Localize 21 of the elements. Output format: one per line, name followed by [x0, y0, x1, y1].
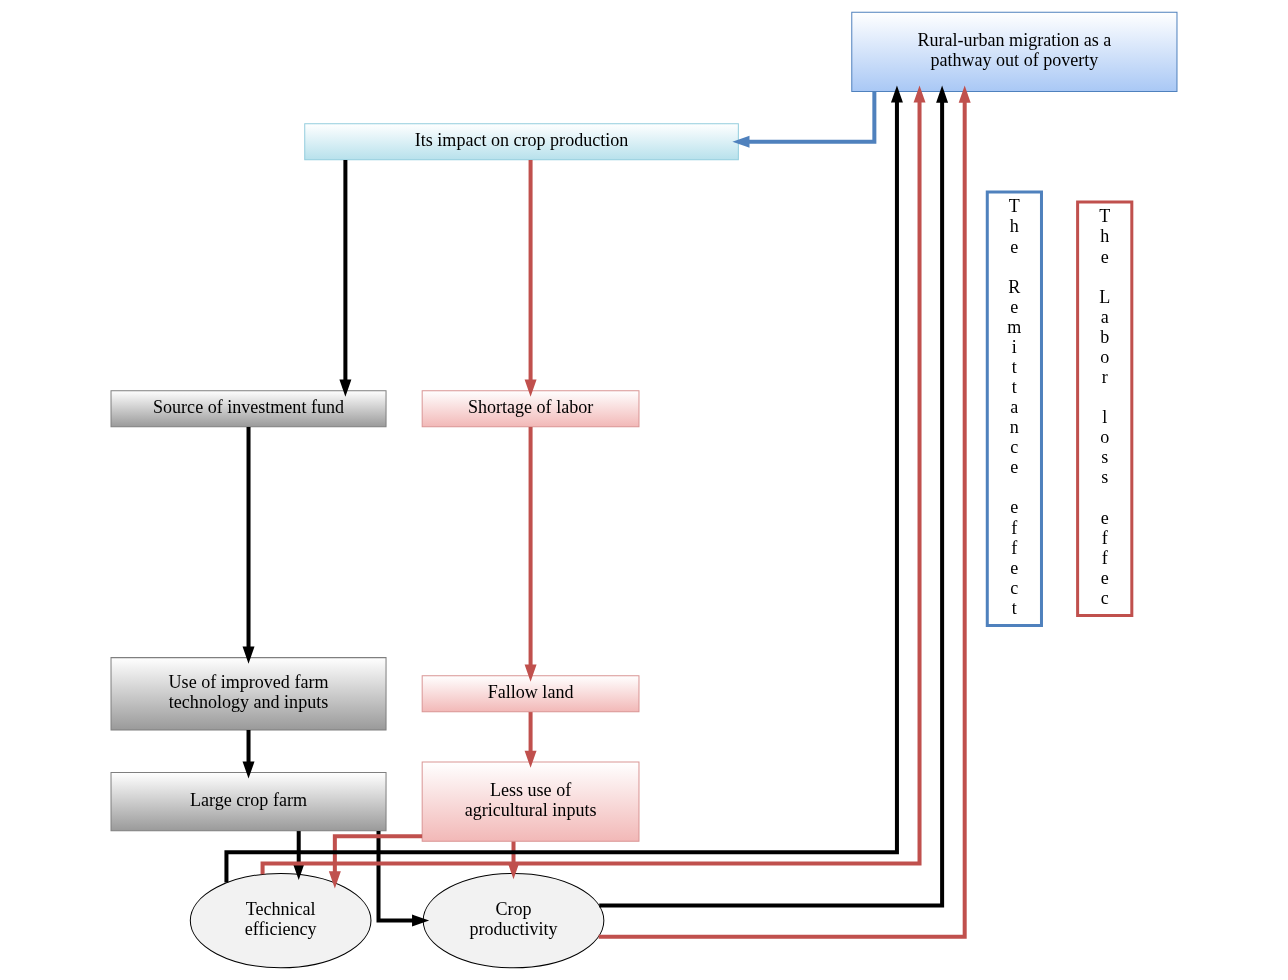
- arrow: [376, 831, 430, 927]
- node-box: Rural-urban migration as a pathway out of poverty: [851, 11, 1178, 92]
- node-box: Use of improved farm technology and inputs: [110, 657, 387, 731]
- arrow: [328, 834, 423, 889]
- arrow: [242, 730, 255, 779]
- node-box: Fallow land: [421, 675, 640, 713]
- arrow: [524, 426, 537, 682]
- node-box: Its impact on crop production: [304, 123, 739, 161]
- arrow: [524, 160, 537, 397]
- node-box: The Labor loss effec: [1076, 200, 1134, 617]
- node-box: Less use of agricultural inputs: [421, 761, 640, 842]
- arrow: [292, 831, 305, 880]
- node-ellipse: Crop productivity: [422, 872, 605, 969]
- arrow: [242, 426, 255, 664]
- node-box: The Remittance effect: [985, 190, 1043, 627]
- node-box: Large crop farm: [110, 772, 387, 832]
- arrow: [524, 712, 537, 768]
- arrow: [732, 91, 877, 148]
- arrow: [339, 160, 352, 397]
- node-box: Shortage of labor: [421, 390, 640, 428]
- node-box: Source of investment fund: [110, 390, 387, 428]
